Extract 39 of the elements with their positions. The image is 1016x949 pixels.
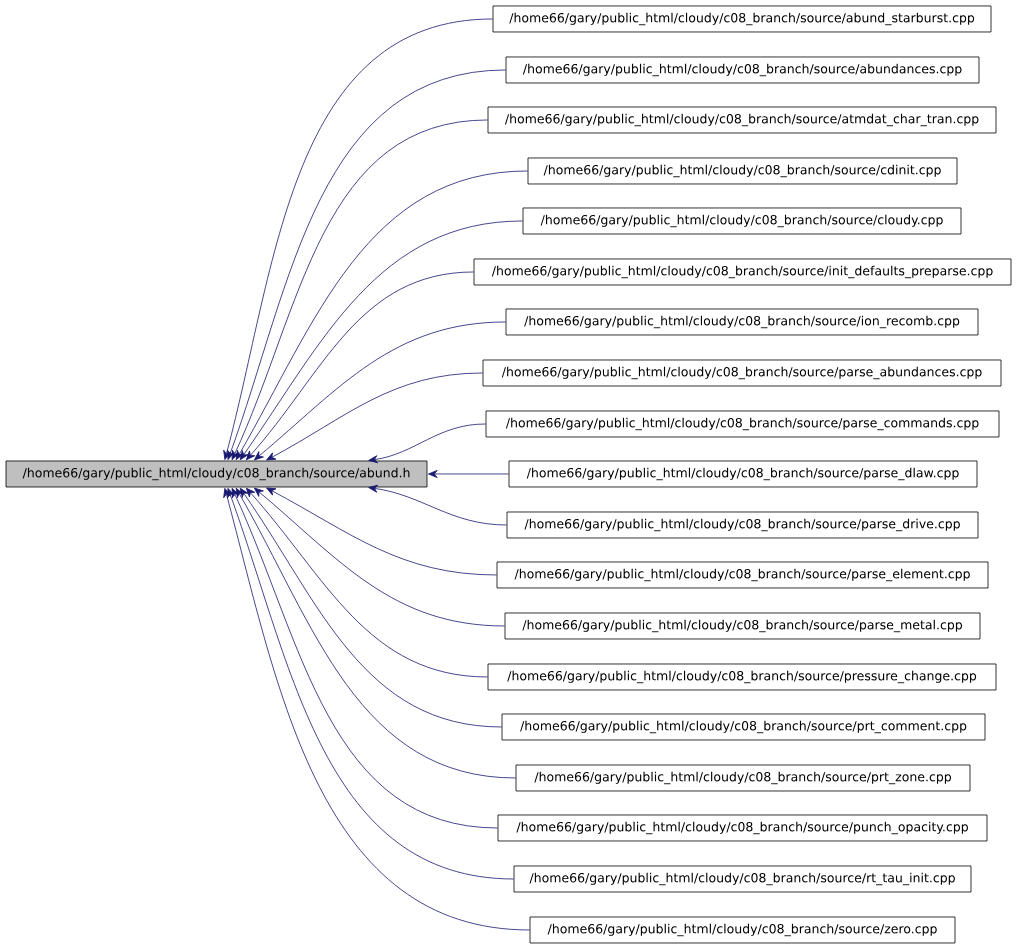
arrow [235,487,516,779]
file-box: /home66/gary/public_html/cloudy/c08_branch/source/parse_element.cpp [496,561,989,589]
arrow [227,69,506,460]
arrow [227,488,514,880]
arrow [266,487,497,576]
file-box: /home66/gary/public_html/cloudy/c08_branch/source/parse_drive.cpp [506,511,979,539]
file-box: /home66/gary/public_html/cloudy/c08_branch/source/abundances.cpp [505,56,980,84]
file-box: /home66/gary/public_html/cloudy/c08_branch/source/parse_dlaw.cpp [508,460,978,488]
file-box: /home66/gary/public_html/cloudy/c08_branch/source/pressure_change.cpp [487,663,997,691]
arrow [266,372,483,461]
arrow [231,487,498,829]
arrow [239,487,502,728]
file-box: /home66/gary/public_html/cloudy/c08_branch/source/abund_starburst.cpp [492,5,992,33]
file-box: /home66/gary/public_html/cloudy/c08_branch/source/rt_tau_init.cpp [513,865,972,893]
file-box: /home66/gary/public_html/cloudy/c08_branch/source/prt_zone.cpp [515,764,971,792]
arrow [368,484,507,526]
arrow [239,220,523,461]
file-box: /home66/gary/public_html/cloudy/c08_branch/source/abund.h [5,460,428,488]
arrow [223,488,530,931]
file-box: /home66/gary/public_html/cloudy/c08_branch/source/parse_abundances.cpp [482,359,1002,387]
arrow [223,18,493,460]
arrow [368,423,486,464]
arrow [254,487,505,627]
arrow [245,271,474,461]
file-box: /home66/gary/public_html/cloudy/c08_branch/source/cloudy.cpp [522,207,962,235]
file-box: /home66/gary/public_html/cloudy/c08_branch/source/init_defaults_preparse.cpp [473,258,1012,286]
file-box: /home66/gary/public_html/cloudy/c08_branch/source/cdinit.cpp [527,157,958,185]
arrow [231,119,488,461]
file-box: /home66/gary/public_html/cloudy/c08_branch/source/zero.cpp [529,916,956,944]
arrow [254,321,506,461]
arrow [245,487,488,678]
file-box: /home66/gary/public_html/cloudy/c08_branch/source/atmdat_char_tran.cpp [487,106,997,134]
file-box: /home66/gary/public_html/cloudy/c08_branch/source/prt_comment.cpp [501,713,986,741]
arrow [235,170,528,461]
arrow [428,470,509,478]
file-box: /home66/gary/public_html/cloudy/c08_branch/source/parse_commands.cpp [485,410,1000,438]
file-box: /home66/gary/public_html/cloudy/c08_branch/source/parse_metal.cpp [504,612,981,640]
file-box: /home66/gary/public_html/cloudy/c08_branch/source/punch_opacity.cpp [497,814,988,842]
file-box: /home66/gary/public_html/cloudy/c08_branch/source/ion_recomb.cpp [505,308,979,336]
